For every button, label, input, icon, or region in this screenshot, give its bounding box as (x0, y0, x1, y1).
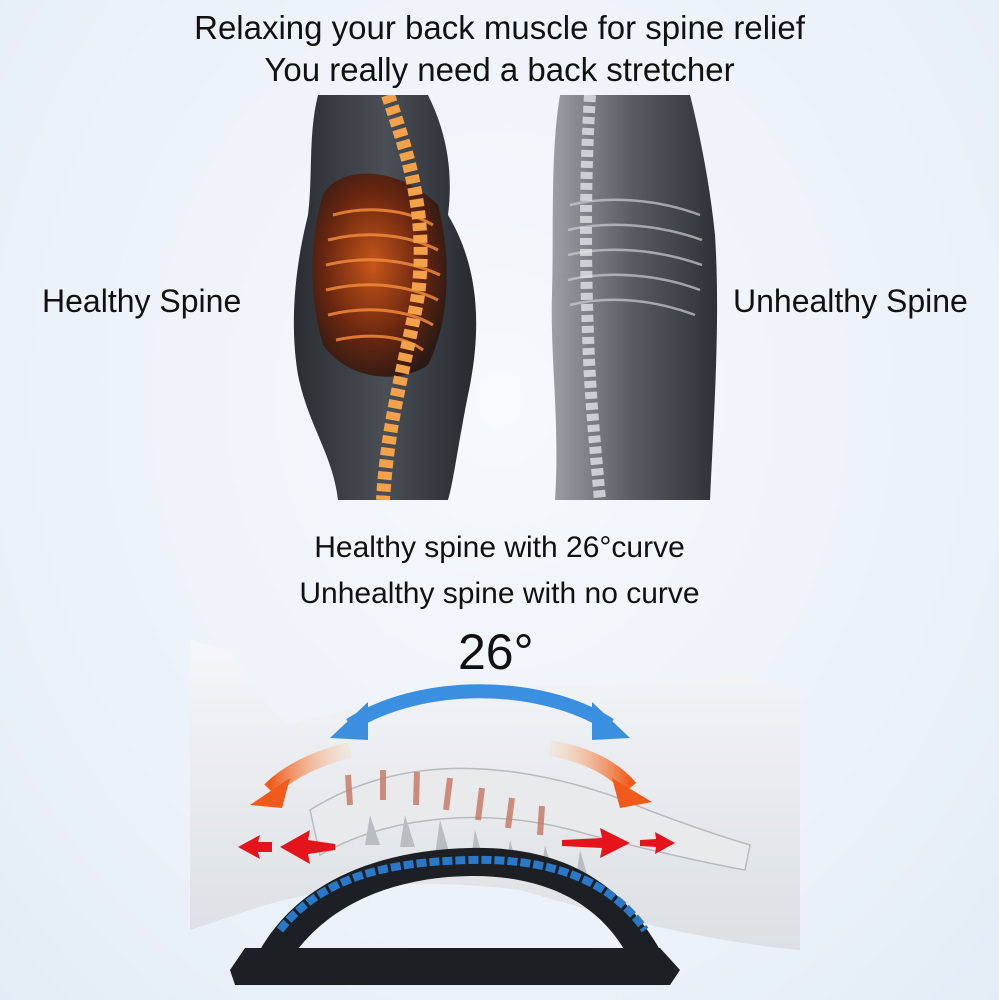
healthy-spine-figure (293, 95, 477, 500)
stretcher-base (230, 948, 680, 985)
caption-line-1: Healthy spine with 26°curve (314, 531, 685, 564)
headline-line-1: Relaxing your back muscle for spine reli… (194, 9, 805, 46)
pull-arrows-icon (238, 828, 675, 864)
healthy-spine-label: Healthy Spine (42, 283, 242, 319)
angle-label: 26° (458, 624, 534, 680)
back-stretcher-illustration (190, 640, 800, 985)
headline-line-2: You really need a back stretcher (264, 51, 735, 88)
caption-line-2: Unhealthy spine with no curve (299, 577, 700, 610)
unhealthy-spine-figure (551, 95, 718, 500)
curve-arrow-icon (346, 684, 614, 731)
stretch-arrow-right-icon (548, 740, 637, 794)
stretch-arrow-left-icon (264, 742, 352, 796)
unhealthy-spine-label: Unhealthy Spine (733, 283, 968, 319)
